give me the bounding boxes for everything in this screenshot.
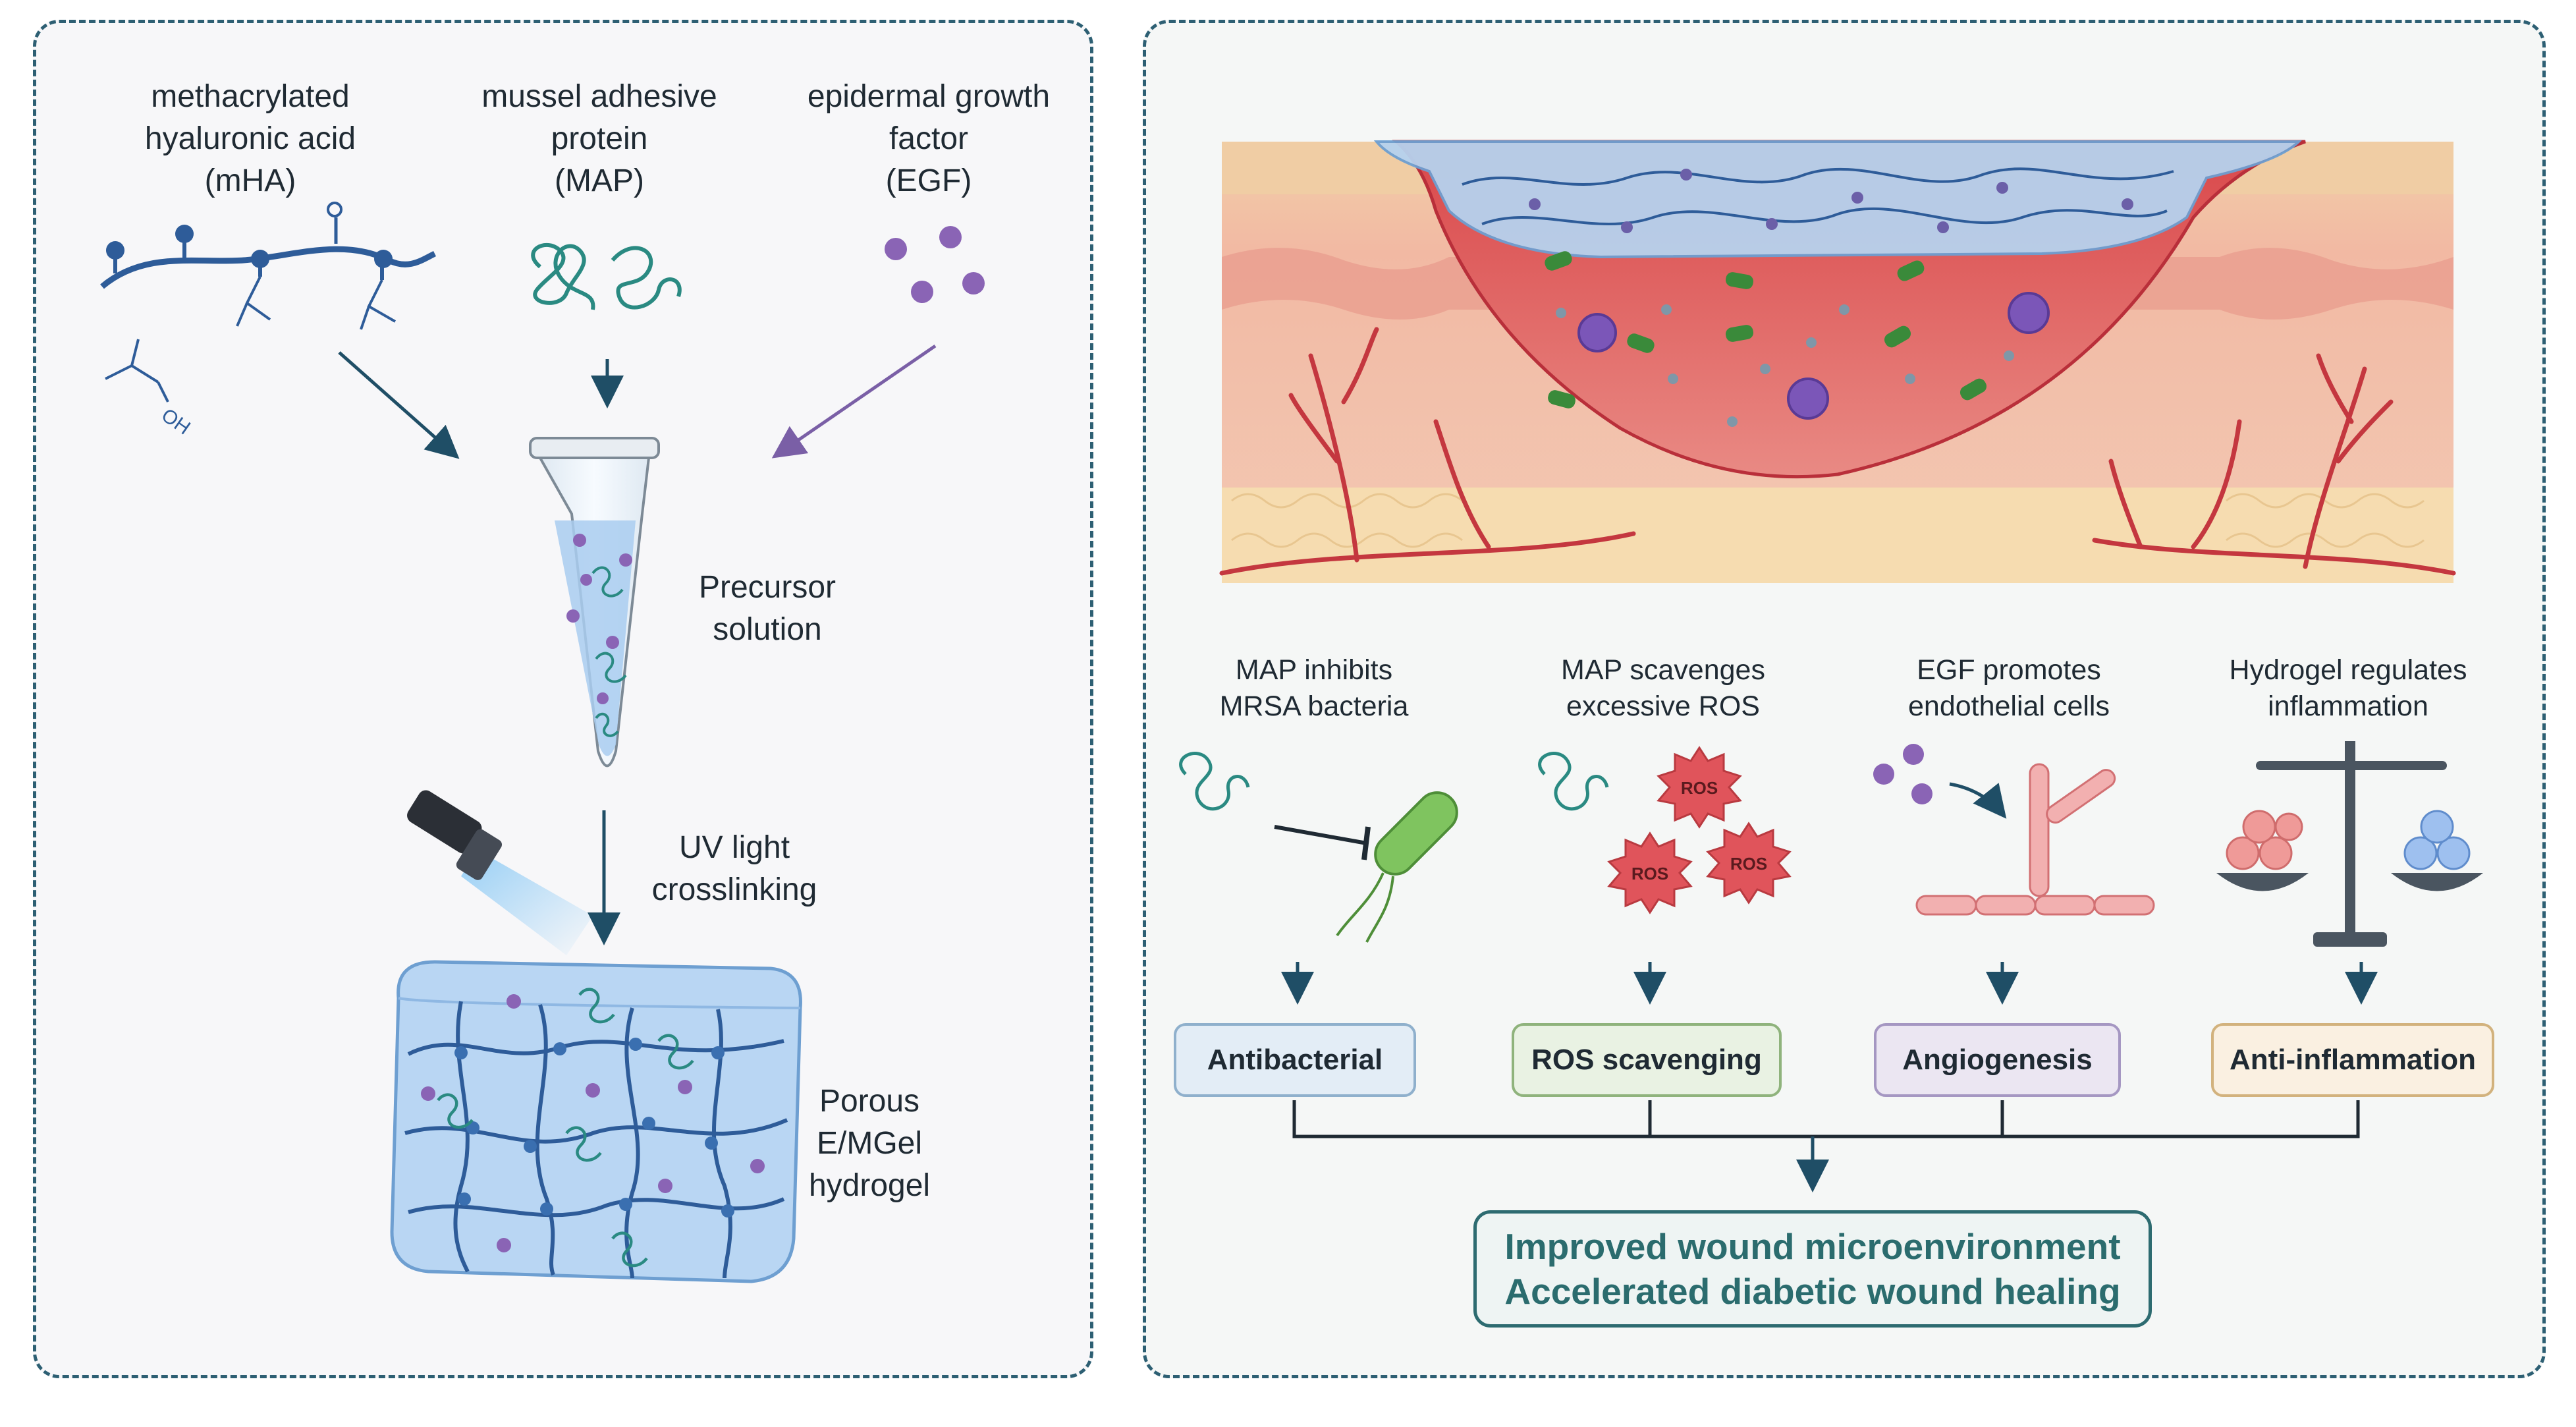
final-line-2: Accelerated diabetic wound healing	[1504, 1271, 2121, 1312]
outcome-angiogenesis-box: Angiogenesis	[1874, 1023, 2121, 1097]
final-line-1: Improved wound microenvironment	[1504, 1226, 2121, 1267]
egf-label: epidermal growth factor (EGF)	[807, 79, 1051, 198]
effect-caption-inflammation: Hydrogel regulates inflammation	[2229, 654, 2467, 722]
outcome-ros-scavenging-box: ROS scavenging	[1512, 1023, 1782, 1097]
arrow-egf-to-tube	[771, 344, 937, 459]
final-outcome-box: Improved wound microenvironment Accelera…	[1473, 1210, 2152, 1328]
map-label: mussel adhesive protein (MAP)	[481, 79, 717, 198]
effect-caption-angiogenesis: EGF promotes endothelial cells	[1908, 654, 2110, 722]
outcome-anti-inflammation-box: Anti-inflammation	[2211, 1023, 2494, 1097]
mha-polymer-icon	[100, 202, 437, 403]
bacteria-icon	[1336, 791, 1458, 943]
hydrogel-label: Porous E/MGel hydrogel	[808, 1084, 931, 1203]
egf-cells-icon	[1873, 744, 2155, 916]
outcome-antibacterial-box: Antibacterial	[1174, 1023, 1416, 1097]
hydrogel-block-icon	[390, 960, 802, 1283]
precursor-tube-icon	[529, 437, 660, 768]
balance-scale-icon	[2216, 741, 2483, 947]
arrow-mha-to-tube	[338, 351, 460, 459]
merge-connector	[1292, 1100, 2360, 1192]
uv-flashlight-icon	[407, 790, 593, 955]
map-protein-icon	[531, 242, 682, 310]
ros-label-2: ROS	[1631, 864, 1668, 883]
ros-label-1: ROS	[1681, 778, 1718, 798]
mha-label: methacrylated hyaluronic acid (mHA)	[144, 79, 356, 198]
wound-skin-illustration	[1219, 140, 2456, 583]
effect-caption-antibacterial: MAP inhibits MRSA bacteria	[1219, 654, 1409, 722]
ros-burst-icon	[1607, 746, 1792, 914]
effect-arrows	[1281, 962, 2378, 1005]
chem-oh-label: OH	[157, 405, 194, 439]
egf-dots-icon	[885, 226, 985, 303]
map-inhibit-icon	[1179, 752, 1371, 860]
uv-crosslinking-label: UV light crosslinking	[651, 830, 817, 907]
precursor-label: Precursor solution	[698, 570, 836, 647]
effect-caption-ros: MAP scavenges excessive ROS	[1561, 654, 1765, 722]
ros-labels: ROS ROS ROS	[1631, 778, 1767, 883]
ros-label-3: ROS	[1730, 854, 1767, 874]
ros-protein-icon	[1538, 752, 1609, 811]
